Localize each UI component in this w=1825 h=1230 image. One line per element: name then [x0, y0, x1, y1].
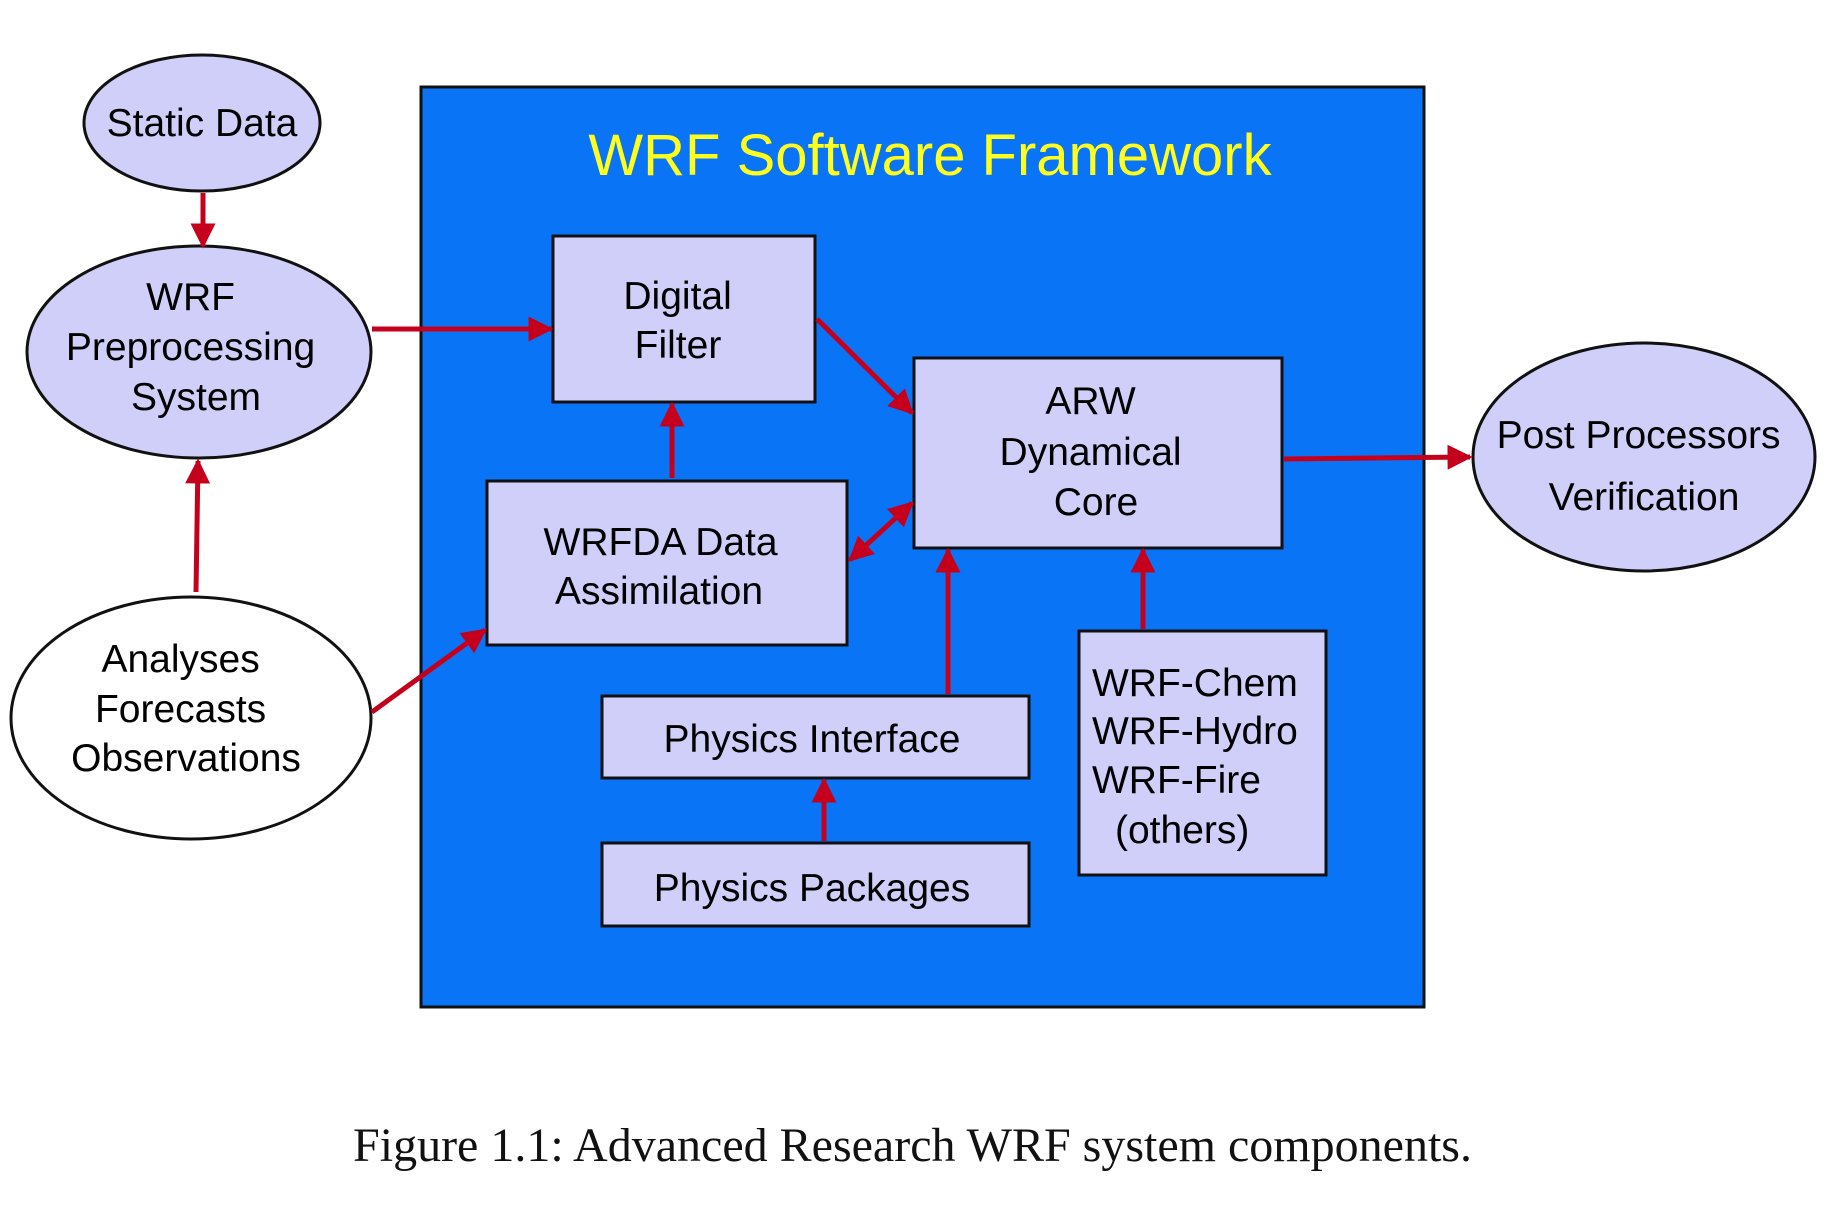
wps-node: WRF Preprocessing System	[25, 244, 373, 460]
figure-caption: Figure 1.1: Advanced Research WRF system…	[353, 1119, 1472, 1172]
node-label: Physics Packages	[654, 867, 970, 910]
observations-node: Analyses Forecasts Observations	[9, 595, 373, 841]
node-label: WRF Preprocessing System	[66, 276, 326, 419]
node-label: Post Processors Verification	[1497, 414, 1792, 519]
node-label: Physics Interface	[664, 718, 961, 761]
node-label: WRFDA Data Assimilation	[544, 521, 789, 613]
node-label: Analyses Forecasts Observations	[71, 638, 301, 780]
node-label: Static Data	[107, 102, 298, 145]
post-processors-node: Post Processors Verification	[1471, 341, 1817, 573]
node-label: ARW Dynamical Core	[1000, 380, 1193, 524]
arw-core-box: ARW Dynamical Core	[912, 356, 1284, 550]
physics-interface-box: Physics Interface	[600, 694, 1031, 780]
wrfda-box: WRFDA Data Assimilation	[485, 479, 849, 647]
arrow-digital-filter-to-arw	[815, 317, 914, 415]
node-label: Digital Filter	[623, 275, 742, 367]
arrow-observations-to-wps	[185, 458, 211, 593]
physics-packages-box: Physics Packages	[600, 841, 1031, 928]
framework-title: WRF Software Framework	[588, 123, 1272, 188]
arrow-wrfda-arw-bidirectional	[848, 501, 914, 562]
node-label: WRF-Chem WRF-Hydro WRF-Fire (others)	[1092, 662, 1309, 852]
static-data-node: Static Data	[82, 53, 322, 193]
arrows	[185, 193, 1473, 841]
arrow-observations-to-wrfda	[370, 627, 488, 715]
wrf-extensions-box: WRF-Chem WRF-Hydro WRF-Fire (others)	[1077, 629, 1328, 877]
digital-filter-box: Digital Filter	[551, 234, 817, 404]
arrow-arw-to-post-processors	[1283, 444, 1473, 470]
